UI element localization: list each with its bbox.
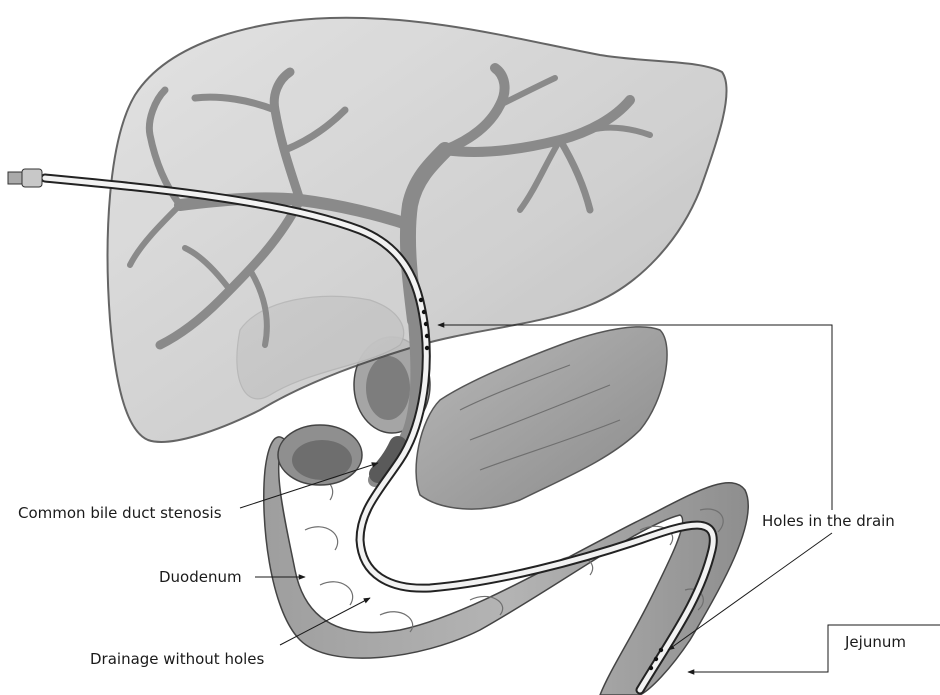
label-drainage-without-holes: Drainage without holes — [90, 650, 264, 668]
label-holes-in-the-drain: Holes in the drain — [762, 512, 895, 530]
drain-hub — [8, 169, 42, 187]
pancreas — [416, 327, 667, 509]
label-common-bile-duct-stenosis: Common bile duct stenosis — [18, 504, 222, 522]
pylorus-inner — [366, 356, 410, 420]
label-jejunum: Jejunum — [845, 633, 906, 651]
label-duodenum: Duodenum — [159, 568, 242, 586]
